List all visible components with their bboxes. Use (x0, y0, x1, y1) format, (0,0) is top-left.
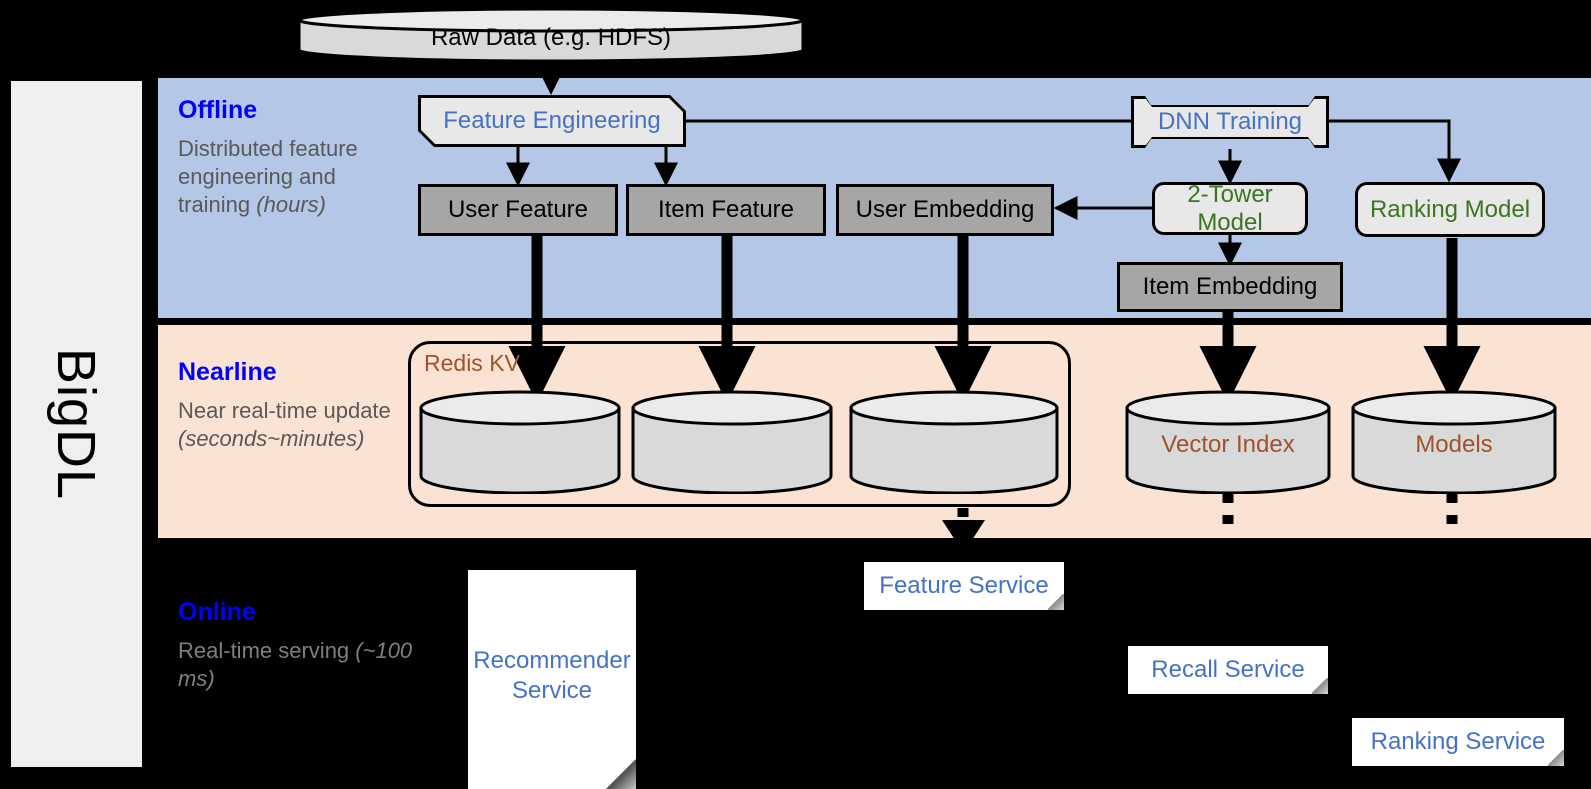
recall-service-label: Recall Service (1151, 655, 1305, 683)
redis-kv-container (408, 341, 1071, 507)
offline-title: Offline (178, 96, 258, 124)
item-embedding-box[interactable]: Item Embedding (1117, 262, 1343, 312)
item-feature-label: Item Feature (657, 196, 795, 224)
page-fold-icon (1312, 678, 1328, 694)
caption-offline: Offline Distributed feature engineering … (178, 96, 408, 219)
ranking-service-label: Ranking Service (1370, 727, 1546, 755)
page-fold-icon (1048, 594, 1064, 610)
online-desc: Real-time serving (~100 ms) (178, 638, 413, 692)
page-fold-icon (1548, 750, 1564, 766)
user-feature-box[interactable]: User Feature (418, 184, 618, 236)
online-title: Online (178, 598, 256, 626)
dnn-training-box[interactable]: DNN Training (1131, 96, 1329, 148)
two-tower-model-box[interactable]: 2-Tower Model (1152, 180, 1308, 236)
recall-service-box[interactable]: Recall Service (1128, 646, 1328, 694)
bigdl-sidebar: BigDL (8, 78, 145, 770)
user-embedding-box[interactable]: User Embedding (836, 184, 1054, 236)
feature-service-label: Feature Service (879, 571, 1049, 599)
redis-store-1 (418, 390, 622, 494)
bigdl-label: BigDL (46, 347, 107, 501)
caption-nearline: Nearline Near real-time update (seconds~… (178, 358, 418, 453)
ranking-model-label: Ranking Model (1369, 195, 1531, 223)
redis-store-2 (630, 390, 834, 494)
nearline-title: Nearline (178, 358, 277, 386)
nearline-desc: Near real-time update (seconds~minutes) (178, 398, 391, 452)
recommender-service-box[interactable]: Recommender Service (468, 570, 636, 789)
recommender-service-page (468, 570, 636, 789)
ranking-service-box[interactable]: Ranking Service (1352, 718, 1564, 766)
item-feature-box[interactable]: Item Feature (626, 184, 826, 236)
caption-online: Online Real-time serving (~100 ms) (178, 598, 418, 693)
redis-kv-label: Redis KV (424, 350, 520, 376)
offline-desc: Distributed feature engineering and trai… (178, 136, 358, 218)
recommender-service-label: Recommender Service (473, 647, 631, 704)
feature-engineering-box[interactable]: Feature Engineering (418, 95, 686, 147)
models-cylinder: Models (1350, 390, 1558, 494)
user-embedding-label: User Embedding (855, 196, 1035, 224)
vector-index-cylinder: Vector Index (1124, 390, 1332, 494)
redis-store-3 (848, 390, 1060, 494)
raw-data-cylinder: Raw Data (e.g. HDFS) (296, 6, 806, 64)
feature-engineering-label: Feature Engineering (421, 98, 683, 144)
user-feature-label: User Feature (447, 196, 589, 224)
ranking-model-box[interactable]: Ranking Model (1355, 182, 1545, 237)
item-embedding-label: Item Embedding (1142, 273, 1318, 301)
two-tower-model-label: 2-Tower Model (1187, 180, 1273, 236)
feature-service-box[interactable]: Feature Service (864, 562, 1064, 610)
